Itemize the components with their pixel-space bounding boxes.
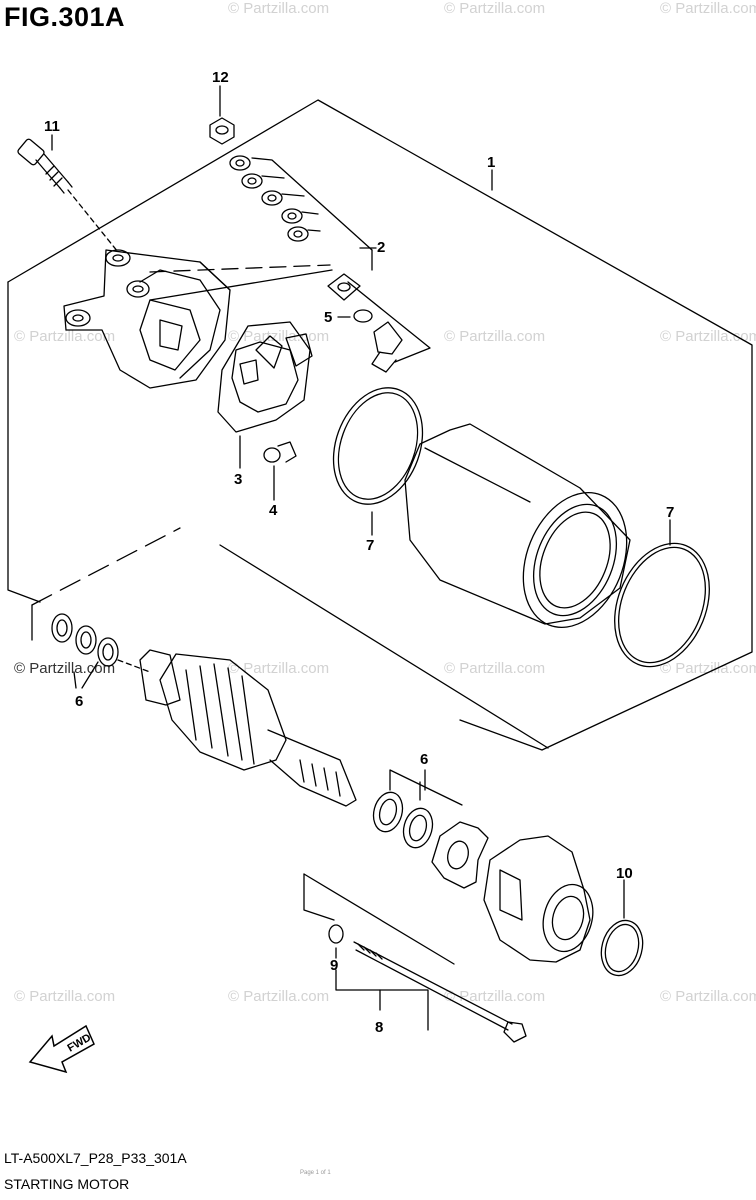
- callout-4: 4: [269, 502, 278, 519]
- watermark: © Partzilla.com: [444, 0, 546, 17]
- watermark: © Partzilla.com: [14, 328, 116, 345]
- watermark: © Partzilla.com: [14, 988, 116, 1005]
- callout-7-upper: 7: [366, 537, 374, 554]
- oring-part-5: [353, 309, 373, 323]
- watermark: © Partzilla.com: [228, 0, 330, 17]
- callout-7-lower: 7: [666, 504, 674, 521]
- oring-part-7-lower: [614, 542, 710, 668]
- watermark: © Partzilla.com: [444, 660, 546, 677]
- watermark: © Partzilla.com: [660, 660, 756, 677]
- assembly-outline: [7, 99, 753, 751]
- callout-2: 2: [377, 239, 385, 256]
- fwd-label: FWD: [66, 1032, 94, 1055]
- assembly-outline: [219, 544, 549, 749]
- armature: [139, 649, 357, 807]
- fwd-arrow: FWD: [28, 1024, 95, 1074]
- oring-part-10: [600, 919, 644, 977]
- lock-plate: [431, 821, 489, 889]
- oring-part-7-upper: [332, 387, 424, 505]
- yoke-housing: [404, 423, 631, 628]
- bolt-part-11: [17, 138, 73, 194]
- figure-code: LT-A500XL7_P28_P33_301A: [4, 1150, 187, 1166]
- callout-6-left: 6: [75, 693, 83, 710]
- watermark: © Partzilla.com: [444, 988, 546, 1005]
- watermark: © Partzilla.com: [660, 328, 756, 345]
- callout-9: 9: [330, 957, 338, 974]
- callout-5: 5: [324, 309, 332, 326]
- callout-1: 1: [487, 154, 495, 171]
- callout-8: 8: [375, 1019, 383, 1036]
- watermark: © Partzilla.com: [228, 988, 330, 1005]
- long-bolt-part-8: [353, 941, 527, 1043]
- washers-part-6-left: [51, 613, 119, 667]
- assembly-outline: [7, 281, 41, 603]
- dashed-outline: [31, 527, 181, 606]
- nut-part-12: [209, 117, 235, 145]
- washer-stack-part-2: [229, 155, 309, 242]
- washers-part-6-right: [372, 791, 434, 849]
- watermark: © Partzilla.com: [228, 660, 330, 677]
- callout-11: 11: [44, 118, 60, 135]
- brush-part-4: [263, 441, 297, 463]
- washer-part-9: [328, 924, 344, 944]
- front-housing: [483, 835, 594, 963]
- callout-10: 10: [616, 865, 633, 882]
- end-cover: [63, 249, 231, 389]
- watermark-dark: © Partzilla.com: [14, 660, 116, 677]
- terminal-bolt: [371, 321, 403, 373]
- callout-12: 12: [212, 69, 229, 86]
- figure-title: FIG.301A: [4, 2, 126, 32]
- figure-caption: STARTING MOTOR: [4, 1176, 130, 1192]
- watermark: © Partzilla.com: [444, 328, 546, 345]
- watermark: © Partzilla.com: [660, 0, 756, 17]
- watermark: © Partzilla.com: [660, 988, 756, 1005]
- brush-holder-part-3: [217, 321, 313, 433]
- square-nut: [327, 273, 361, 301]
- callout-6-right: 6: [420, 751, 428, 768]
- callout-3: 3: [234, 471, 242, 488]
- footer-note: Page 1 of 1: [300, 1170, 331, 1176]
